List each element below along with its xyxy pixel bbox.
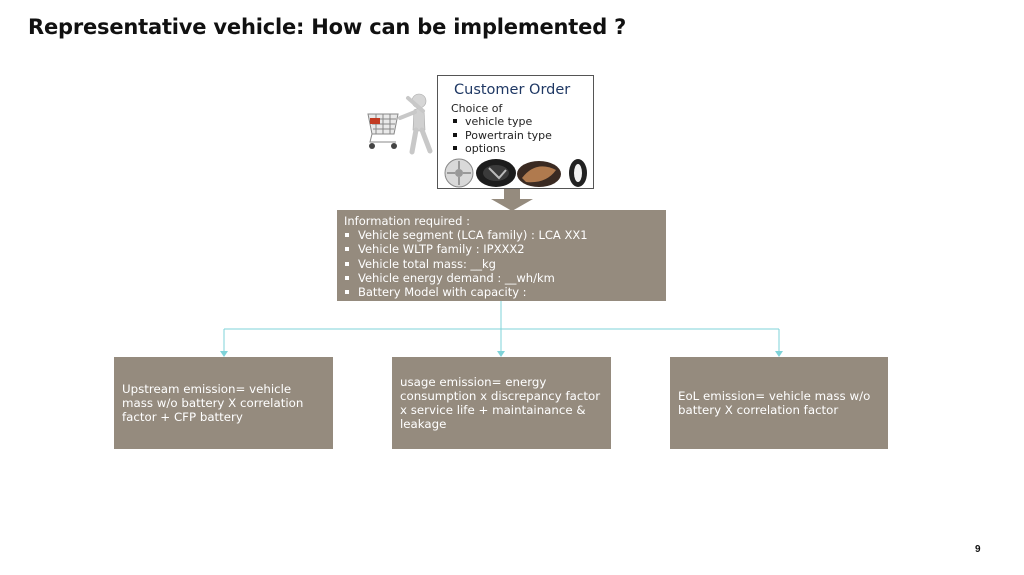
shopping-cart-person-icon xyxy=(367,93,433,155)
customer-order-box: Customer Order Choice of vehicle type Po… xyxy=(437,75,594,189)
steering-wheel-icon xyxy=(476,159,516,187)
information-required-box: Information required : Vehicle segment (… xyxy=(337,210,666,301)
list-item: Vehicle energy demand : __wh/km xyxy=(344,271,659,285)
eol-emission-box: EoL emission= vehicle mass w/o battery X… xyxy=(670,357,888,449)
page-number: 9 xyxy=(975,544,981,555)
upstream-emission-text: Upstream emission= vehicle mass w/o batt… xyxy=(122,382,304,424)
list-item: Vehicle segment (LCA family) : LCA XX1 xyxy=(344,228,659,242)
eol-emission-text: EoL emission= vehicle mass w/o battery X… xyxy=(678,389,871,417)
info-heading: Information required : xyxy=(344,214,470,228)
tire-icon xyxy=(569,159,587,187)
leather-seat-icon xyxy=(517,161,561,187)
down-arrow-icon xyxy=(491,189,533,211)
list-item: Battery Model with capacity : xyxy=(344,285,659,299)
slide-title: Representative vehicle: How can be imple… xyxy=(28,15,627,39)
upstream-emission-box: Upstream emission= vehicle mass w/o batt… xyxy=(114,357,333,449)
customer-order-subtitle: Choice of xyxy=(451,102,503,115)
usage-emission-text: usage emission= energy consumption x dis… xyxy=(400,375,601,431)
list-item: Powertrain type xyxy=(451,129,552,143)
list-item: vehicle type xyxy=(451,115,552,129)
list-item: Vehicle WLTP family : IPXXX2 xyxy=(344,242,659,256)
option-thumbnails xyxy=(444,158,587,188)
list-item: Vehicle total mass: __kg xyxy=(344,257,659,271)
customer-order-title: Customer Order xyxy=(454,82,571,98)
customer-order-list: vehicle type Powertrain type options xyxy=(451,115,552,156)
info-list: Vehicle segment (LCA family) : LCA XX1 V… xyxy=(344,228,659,299)
usage-emission-box: usage emission= energy consumption x dis… xyxy=(392,357,611,449)
wheel-rim-icon xyxy=(444,158,474,188)
list-item: options xyxy=(451,142,552,156)
